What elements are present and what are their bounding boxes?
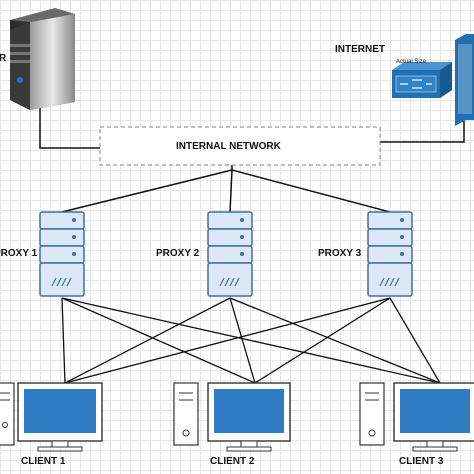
client-2-label: CLIENT 2 [210,456,255,467]
client-2-workstation [173,382,291,452]
client-3-workstation [359,382,474,452]
client-1-monitor [17,382,103,452]
firewall-icon [392,34,474,126]
proxy-rack-2 [207,211,253,297]
server-label: R [0,53,7,64]
hub-to-proxy3-line [231,169,391,213]
server-icon [10,8,75,110]
client-3-monitor [393,382,474,452]
client-3-label: CLIENT 3 [399,456,444,467]
server-to-network-line [39,108,100,149]
hub-to-proxy1-line [61,169,233,213]
client-2-monitor [207,382,291,452]
internal-network-label: INTERNAL NETWORK [176,141,281,152]
client-1-label: CLIENT 1 [21,456,66,467]
internal-network-box [99,126,381,166]
client-1-workstation [0,382,103,452]
internet-label: INTERNET [335,44,385,55]
client-1-tower [0,382,15,446]
client-2-tower [173,382,199,446]
proxy-2-label: PROXY 2 [156,248,200,259]
proxy-rack-1 [39,211,85,297]
actual-size-caption: Actual Size [396,59,427,65]
proxy-client-mesh [61,297,441,384]
proxy-1-label: PROXY 1 [0,248,38,259]
proxy-3-label: PROXY 3 [318,248,362,259]
hub-to-proxy2-line [229,169,233,213]
proxy-rack-3 [367,211,413,297]
connections [39,105,465,384]
client-3-tower [359,382,385,446]
internet-to-network-line [380,105,465,143]
